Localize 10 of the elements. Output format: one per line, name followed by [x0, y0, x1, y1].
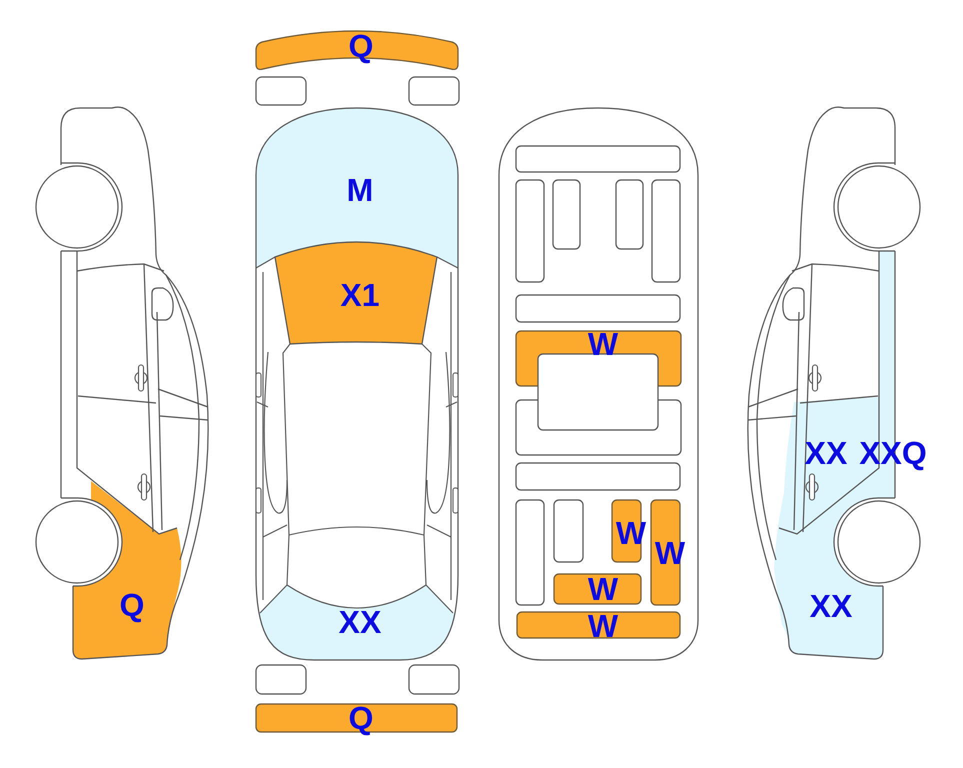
damage-code: W [588, 610, 618, 642]
damage-code: Q [120, 589, 144, 621]
damage-code: XX [810, 590, 852, 622]
damage-code: Q [348, 30, 374, 62]
damage-code: Q [348, 702, 374, 734]
damage-code: X1 [340, 279, 380, 311]
damage-code: W [588, 328, 618, 360]
damage-code: XX [338, 606, 382, 638]
damage-code: M [346, 174, 374, 206]
damage-code: W [588, 573, 618, 605]
